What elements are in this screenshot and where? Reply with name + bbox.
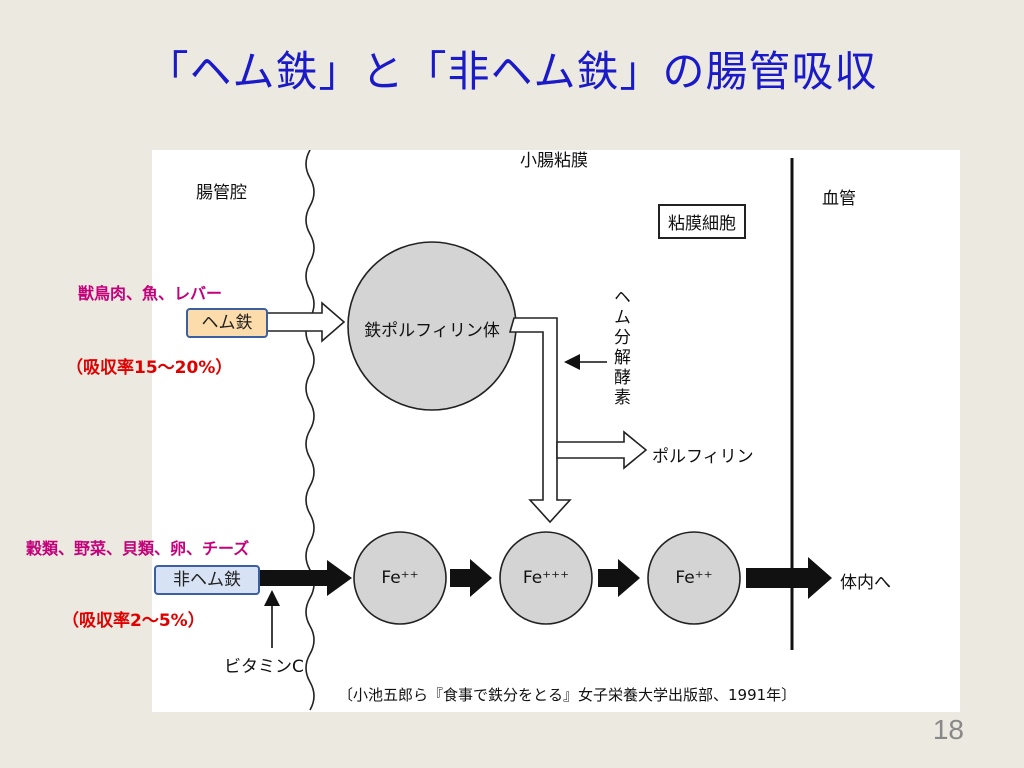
heme-release-path <box>508 317 572 524</box>
fe-state-3: Fe⁺⁺ <box>675 568 713 588</box>
fe-arrow-1 <box>450 559 492 597</box>
fe-circle-2 <box>499 531 593 625</box>
diagram-graphics <box>258 150 832 711</box>
fe-circle-1 <box>353 531 447 625</box>
nonheme-iron-box: 非ヘム鉄 <box>154 565 260 595</box>
fe-state-2: Fe⁺⁺⁺ <box>522 568 570 588</box>
slide-number: 18 <box>932 714 964 745</box>
nonheme-entry-arrow <box>258 560 352 596</box>
porphyrin-output-label: ポルフィリン <box>652 447 754 467</box>
fe-arrow-2 <box>598 559 640 597</box>
blood-vessel-label: 血管 <box>822 189 856 209</box>
heme-absorption-rate: （吸収率15～20%） <box>66 358 233 378</box>
to-body-label: 体内へ <box>840 573 891 593</box>
to-body-arrow <box>746 557 832 599</box>
heme-food-sources: 獣鳥肉、魚、レバー <box>78 284 223 303</box>
absorption-diagram: 小腸粘膜 腸管腔 粘膜細胞 血管 鉄ポルフィリン体 ヘム分解酵素 ポルフィリン … <box>152 150 960 712</box>
fe-circle-3 <box>647 531 741 625</box>
porphyrin-release-arrow <box>556 430 648 470</box>
heme-entry-arrow <box>263 301 346 343</box>
fe-state-1: Fe⁺⁺ <box>381 568 419 588</box>
vitamin-c-label: ビタミンC <box>224 657 304 677</box>
slide-title: 「ヘム鉄」と「非ヘム鉄」の腸管吸収 <box>146 47 878 96</box>
porphyrin-circle-label: 鉄ポルフィリン体 <box>364 321 500 341</box>
heme-enzyme-label: ヘム分解酵素 <box>610 288 630 408</box>
nonheme-food-sources: 穀類、野菜、貝類、卵、チーズ <box>26 539 250 558</box>
mucosa-cell-box: 粘膜細胞 <box>658 204 746 239</box>
heme-iron-box: ヘム鉄 <box>186 308 268 338</box>
lumen-boundary-line <box>305 150 315 711</box>
citation-text: 〔小池五郎ら『食事で鉄分をとる』女子栄養大学出版部、1991年〕 <box>338 686 797 704</box>
small-intestine-mucosa-label: 小腸粘膜 <box>520 151 588 171</box>
nonheme-absorption-rate: （吸収率2～5%） <box>62 611 205 631</box>
lumen-label: 腸管腔 <box>196 183 247 203</box>
